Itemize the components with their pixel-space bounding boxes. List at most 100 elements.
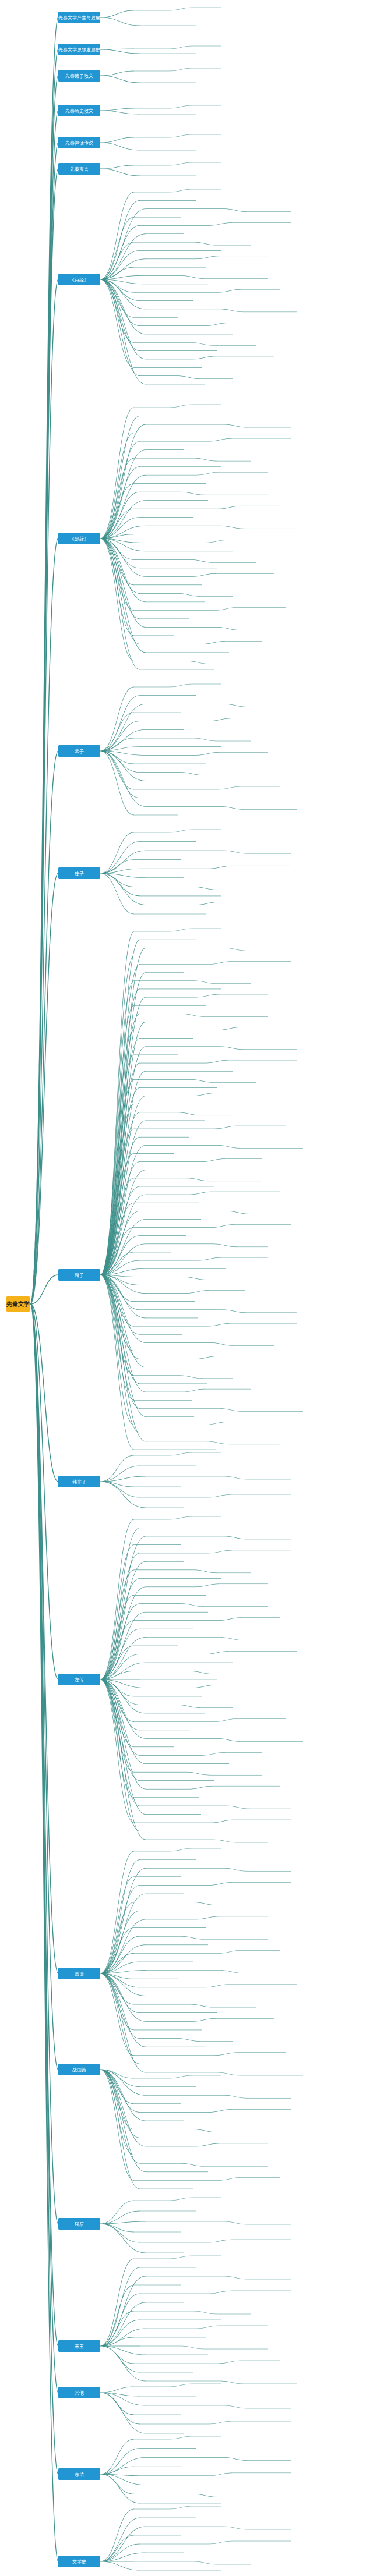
leaf-link	[100, 1219, 146, 1275]
branch-node-2[interactable]	[58, 44, 100, 55]
subleaf-link	[193, 2493, 217, 2497]
branch-node-label: 《诗经》	[70, 277, 89, 283]
leaf-link	[100, 1679, 146, 1739]
subleaf-link	[223, 1476, 248, 1480]
leaf-link	[100, 500, 146, 539]
subleaf-link	[214, 2052, 238, 2056]
branch-node-16[interactable]	[58, 2218, 100, 2230]
branch-node-label: 战国策	[72, 2067, 86, 2073]
leaf-link	[100, 750, 146, 756]
leaf-link	[100, 2319, 140, 2347]
subleaf-link	[168, 162, 193, 166]
leaf-link	[100, 2552, 146, 2562]
subleaf-link	[214, 1125, 238, 1129]
subleaf-link	[195, 1583, 220, 1588]
branch-node-label: 庄子	[75, 871, 84, 877]
leaf-link	[100, 1902, 135, 1974]
branch-node-4[interactable]	[58, 105, 100, 116]
leaf-link	[100, 17, 140, 26]
branch-node-6[interactable]	[58, 163, 100, 175]
subleaf-link	[223, 1868, 248, 1872]
subleaf-link	[168, 683, 193, 688]
leaf-link	[100, 225, 140, 280]
subleaf-link	[220, 1970, 244, 1973]
trunk-link-19	[30, 1303, 59, 2475]
branch-node-12[interactable]	[58, 1476, 100, 1487]
branch-node-15[interactable]	[58, 2064, 100, 2075]
leaf-link	[100, 1679, 146, 1764]
leaf-link	[100, 1170, 146, 1275]
subleaf-link	[220, 1637, 244, 1640]
leaf-link	[100, 1465, 140, 1482]
subleaf-link	[193, 980, 217, 984]
subleaf-link	[206, 1441, 230, 1445]
subleaf-link	[205, 1984, 229, 1988]
leaf-link	[100, 192, 135, 280]
subleaf-link	[217, 2360, 242, 2364]
branch-node-14[interactable]	[58, 1968, 100, 1979]
leaf-link	[100, 2561, 140, 2571]
branch-node-18[interactable]	[58, 2387, 100, 2398]
subleaf-link	[188, 1785, 213, 1790]
branch-node-5[interactable]	[58, 137, 100, 148]
leaf-link	[100, 538, 135, 636]
subleaf-link	[177, 1705, 201, 1708]
subleaf-link	[208, 2472, 233, 2476]
leaf-link	[100, 1178, 135, 1275]
branch-node-label: 先秦文学思想发展史	[58, 47, 100, 53]
leaf-link	[100, 1679, 140, 1831]
branch-node-13[interactable]	[58, 1674, 100, 1685]
subleaf-link	[217, 2177, 242, 2181]
branch-node-8[interactable]	[58, 533, 100, 544]
subleaf-link	[208, 2540, 233, 2545]
subleaf-link	[217, 1617, 242, 1621]
leaf-link	[100, 686, 135, 752]
branch-node-3[interactable]	[58, 70, 100, 82]
branch-node-17[interactable]	[58, 2340, 100, 2352]
leaf-link	[100, 441, 140, 539]
branch-node-1[interactable]	[58, 12, 100, 23]
leaf-link	[100, 750, 135, 764]
leaf-link	[100, 1885, 140, 1974]
leaf-link	[100, 832, 135, 874]
branch-node-20[interactable]	[58, 2556, 100, 2567]
branch-node-10[interactable]	[58, 867, 100, 879]
leaf-link	[100, 1274, 146, 1417]
leaf-link	[100, 988, 140, 1275]
leaf-link	[100, 1859, 140, 1974]
leaf-link	[100, 1260, 140, 1275]
trunk-link-15	[30, 1303, 59, 2070]
leaf-link	[100, 1087, 140, 1275]
leaf-link	[100, 2221, 146, 2224]
leaf-link	[100, 538, 135, 661]
leaf-link	[100, 1161, 140, 1275]
subleaf-link	[177, 593, 201, 597]
leaf-link	[100, 873, 135, 887]
leaf-link	[100, 70, 135, 76]
leaf-link	[100, 2258, 135, 2347]
leaf-link	[100, 980, 135, 1275]
leaf-link	[100, 279, 135, 343]
leaf-link	[100, 1274, 146, 1294]
root-node[interactable]	[6, 1296, 30, 1312]
subleaf-link	[168, 404, 193, 408]
leaf-link	[100, 1274, 146, 1343]
trunk-link-20	[30, 1303, 59, 2562]
subleaf-link	[208, 2109, 233, 2113]
subleaf-link	[208, 1494, 233, 1498]
subleaf-link	[193, 2561, 217, 2565]
branch-node-7[interactable]	[58, 274, 100, 285]
branch-node-label: 左传	[75, 1677, 84, 1683]
subleaf-link	[168, 189, 193, 193]
branch-node-label: 宋玉	[75, 2344, 84, 2350]
branch-node-9[interactable]	[58, 745, 100, 757]
leaf-link	[100, 279, 146, 335]
leaf-link	[100, 1274, 140, 1359]
leaf-link	[100, 939, 140, 1275]
leaf-link	[100, 1628, 140, 1680]
branch-node-11[interactable]	[58, 1269, 100, 1281]
leaf-link	[100, 703, 146, 752]
leaf-link	[100, 1227, 135, 1275]
branch-node-19[interactable]	[58, 2468, 100, 2480]
leaf-link	[100, 1586, 146, 1680]
